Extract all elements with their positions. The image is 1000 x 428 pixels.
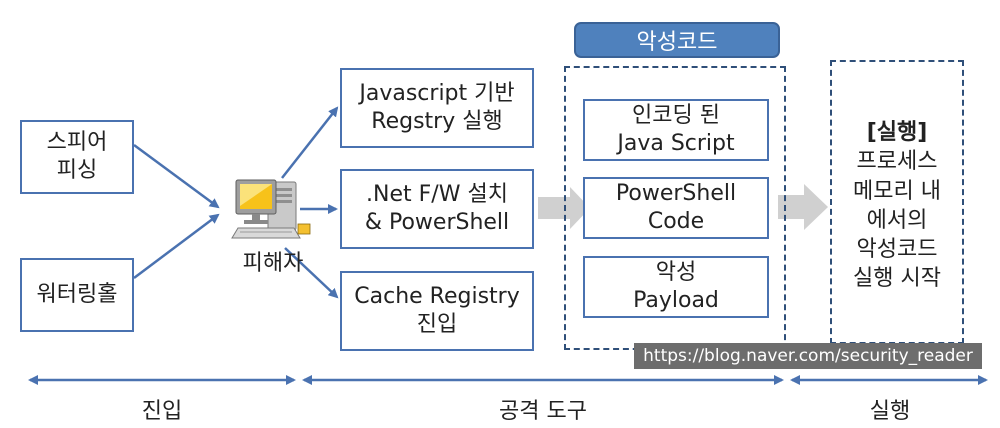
encoded-javascript-box: 인코딩 된 Java Script bbox=[583, 99, 769, 161]
phase-label-entry: 진입 bbox=[141, 399, 183, 424]
execution-body: 프로세스 메모리 내 에서의 악성코드 실행 시작 bbox=[853, 149, 941, 292]
cache-registry-box: Cache Registry 진입 bbox=[340, 271, 534, 351]
execution-heading: [실행] bbox=[866, 120, 928, 145]
execution-description: [실행] 프로세스 메모리 내 에서의 악성코드 실행 시작 bbox=[832, 118, 962, 294]
arrow-victim-to-cache bbox=[284, 247, 339, 299]
arrow-phishing-to-victim bbox=[133, 143, 220, 209]
dotnet-powershell-box: .Net F/W 설치 & PowerShell bbox=[340, 169, 534, 249]
victim-computer-icon bbox=[231, 179, 311, 239]
flow-arrow-to-execution bbox=[778, 184, 828, 230]
source-watermark: https://blog.naver.com/security_reader bbox=[634, 343, 982, 369]
arrow-victim-to-javascript bbox=[281, 106, 339, 179]
malware-title: 악성코드 bbox=[574, 22, 780, 58]
victim-label: 피해자 bbox=[242, 251, 304, 276]
spear-phishing-box: 스피어 피싱 bbox=[20, 120, 134, 194]
powershell-code-box: PowerShell Code bbox=[583, 177, 769, 239]
flow-arrow-to-malware bbox=[538, 187, 590, 229]
arrow-wateringhole-to-victim bbox=[133, 213, 220, 279]
javascript-registry-box: Javascript 기반 Regstry 실행 bbox=[340, 68, 534, 148]
phase-label-attack-tools: 공격 도구 bbox=[499, 399, 587, 424]
watering-hole-box: 워터링홀 bbox=[20, 258, 134, 332]
phase-label-execution: 실행 bbox=[869, 399, 911, 424]
malicious-payload-box: 악성 Payload bbox=[583, 256, 769, 318]
